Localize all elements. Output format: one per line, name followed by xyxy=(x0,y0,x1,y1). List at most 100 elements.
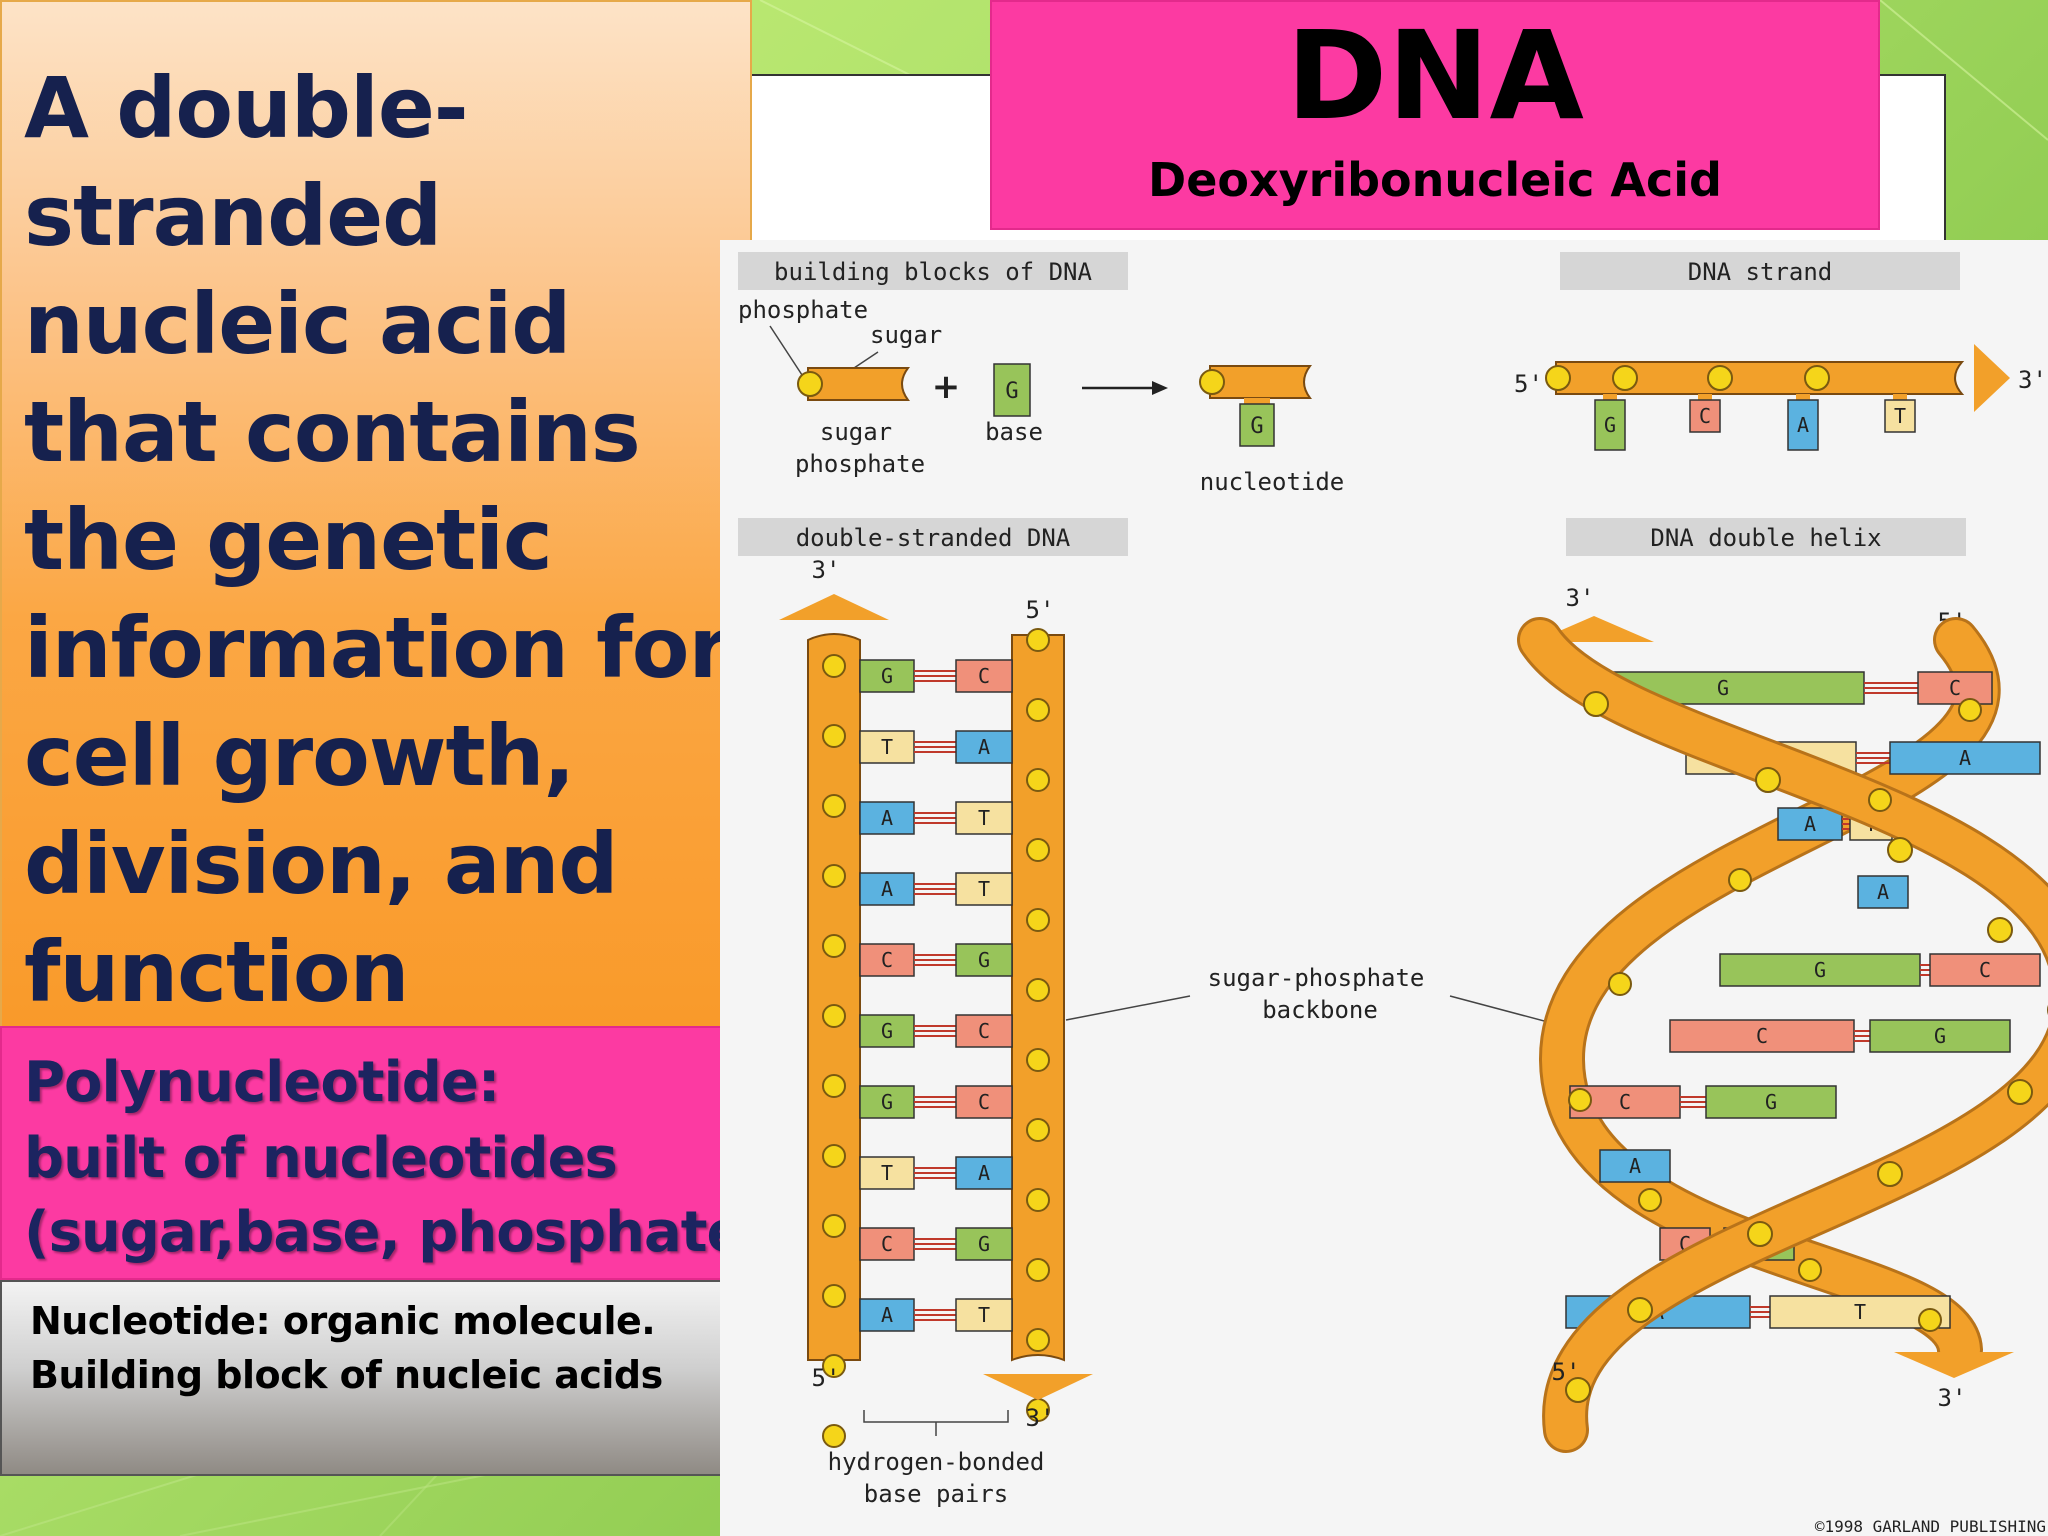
nucleotide-base-box xyxy=(1239,403,1275,447)
phosphate-circle xyxy=(1987,917,2013,943)
label-base-pairs: base pairs xyxy=(864,1480,1009,1508)
phosphate-circle xyxy=(1026,838,1050,862)
helix-base-right-letter: A xyxy=(1959,746,1971,770)
strand-arrow-right xyxy=(1974,344,2010,412)
ladder-base-right-letter: T xyxy=(978,877,990,901)
ladder-base-right-letter: T xyxy=(978,806,990,830)
helix-base-left-letter: A xyxy=(1804,812,1816,836)
phosphate-circle xyxy=(1545,365,1571,391)
phosphate-circle xyxy=(1728,868,1752,892)
phosphate-circle xyxy=(822,724,846,748)
helix-base-left-letter: A xyxy=(1629,1154,1641,1178)
strand-arrow-down xyxy=(983,1374,1093,1400)
ladder-base-left-letter: C xyxy=(881,1232,893,1256)
phosphate-circle xyxy=(822,1004,846,1028)
plus-sign: + xyxy=(932,367,961,407)
header-dna-strand: DNA strand xyxy=(1688,258,1833,286)
nucleotide-def-line: Nucleotide: organic molecule. xyxy=(30,1299,656,1343)
description-panel: A double- stranded nucleic acid that con… xyxy=(0,0,752,1030)
phosphate-circle xyxy=(1565,1377,1591,1403)
phosphate-circle xyxy=(1568,1088,1592,1112)
ladder-base-left-letter: G xyxy=(881,1019,893,1043)
phosphate-circle xyxy=(822,934,846,958)
label-sugar-phosphate-2: phosphate xyxy=(795,450,925,478)
phosphate-circle xyxy=(1612,365,1638,391)
phosphate-circle xyxy=(1755,767,1781,793)
phosphate-circle xyxy=(1199,369,1225,395)
ladder-base-right-letter: G xyxy=(978,1232,990,1256)
helix-base-right-letter: C xyxy=(1949,676,1961,700)
helix-base-right xyxy=(1705,1085,1837,1119)
ladder-base-left xyxy=(859,1085,915,1119)
polynucleotide-line: Polynucleotide: xyxy=(24,1050,500,1115)
strand-arrow-down xyxy=(1894,1352,2014,1378)
phosphate-circle xyxy=(1608,972,1632,996)
dna-description: A double- stranded nucleic acid that con… xyxy=(24,54,744,1026)
ladder-base-left-letter: G xyxy=(881,664,893,688)
label-three-prime: 3' xyxy=(2018,366,2047,394)
helix-base-right-letter: G xyxy=(1765,1090,1777,1114)
pointer-line xyxy=(853,351,879,369)
header-dna-strand-bg xyxy=(1560,252,1960,290)
ladder-base-right xyxy=(955,1227,1013,1261)
ladder-base-right xyxy=(955,872,1013,906)
strand-base-box-letter: G xyxy=(1604,413,1616,437)
phosphate-circle xyxy=(822,1074,846,1098)
strand-base-box xyxy=(1787,399,1819,451)
strand-base-box xyxy=(1689,399,1721,433)
phosphate-circle xyxy=(1026,1048,1050,1072)
label-backbone: backbone xyxy=(1262,996,1378,1024)
header-building-blocks-bg xyxy=(738,252,1128,290)
label-three-prime: 3' xyxy=(1566,584,1595,612)
helix-base-right xyxy=(1917,671,1993,705)
phosphate-circle xyxy=(822,1214,846,1238)
ladder-base-right-letter: T xyxy=(978,1303,990,1327)
phosphate-circle xyxy=(1026,628,1050,652)
label-five-prime: 5' xyxy=(812,1364,841,1392)
phosphate-circle xyxy=(1804,365,1830,391)
strand-stem xyxy=(1603,394,1617,402)
label-three-prime: 3' xyxy=(812,556,841,584)
strand-backbone xyxy=(1555,361,1965,395)
ladder-base-right xyxy=(955,730,1013,764)
phosphate-circle xyxy=(1026,978,1050,1002)
helix-base-right-letter: T xyxy=(1854,1300,1866,1324)
strand-base-box-letter: C xyxy=(1699,404,1711,428)
helix-base-left-letter: G xyxy=(1717,676,1729,700)
helix-base-right-letter: A xyxy=(1877,880,1889,904)
ladder-base-right xyxy=(955,1085,1013,1119)
phosphate-circle xyxy=(1638,1188,1662,1212)
phosphate-circle xyxy=(1958,698,1982,722)
phosphate-circle xyxy=(1026,1188,1050,1212)
polynucleotide-line: built of nucleotides xyxy=(24,1126,618,1191)
helix-base-left-letter: C xyxy=(1756,1024,1768,1048)
ladder-base-right-letter: G xyxy=(978,948,990,972)
phosphate-circle xyxy=(822,1424,846,1448)
ladder-base-right xyxy=(955,659,1013,693)
header-double-stranded: double-stranded DNA xyxy=(796,524,1071,552)
helix-backbone-front xyxy=(1520,620,2048,1450)
phosphate-circle xyxy=(822,794,846,818)
description-line: that contains xyxy=(24,383,641,481)
ladder-base-left-letter: T xyxy=(881,735,893,759)
ladder-base-right xyxy=(955,1298,1013,1332)
label-five-prime: 5' xyxy=(1552,1358,1581,1386)
description-line: A double- xyxy=(24,59,469,157)
ladder-base-left xyxy=(859,1298,915,1332)
page-title: DNA xyxy=(1286,5,1584,147)
phosphate-circle xyxy=(1918,1308,1942,1332)
strand-base-box xyxy=(1884,399,1916,433)
polynucleotide-line: (sugar,base, phosphate) xyxy=(24,1200,769,1265)
ladder-base-left-letter: A xyxy=(881,1303,893,1327)
copyright-text: ©1998 GARLAND PUBLISHING xyxy=(1815,1517,2046,1536)
pointer-line xyxy=(769,325,805,379)
nucleotide-base-box-letter: G xyxy=(1250,414,1263,439)
block-base-box-letter: G xyxy=(1005,379,1018,404)
strand-base-box-letter: A xyxy=(1797,413,1809,437)
helix-base-left xyxy=(1599,1149,1671,1183)
label-three-prime: 3' xyxy=(1938,1384,1967,1412)
ladder-base-right xyxy=(955,1014,1013,1048)
phosphate-circle xyxy=(797,371,823,397)
